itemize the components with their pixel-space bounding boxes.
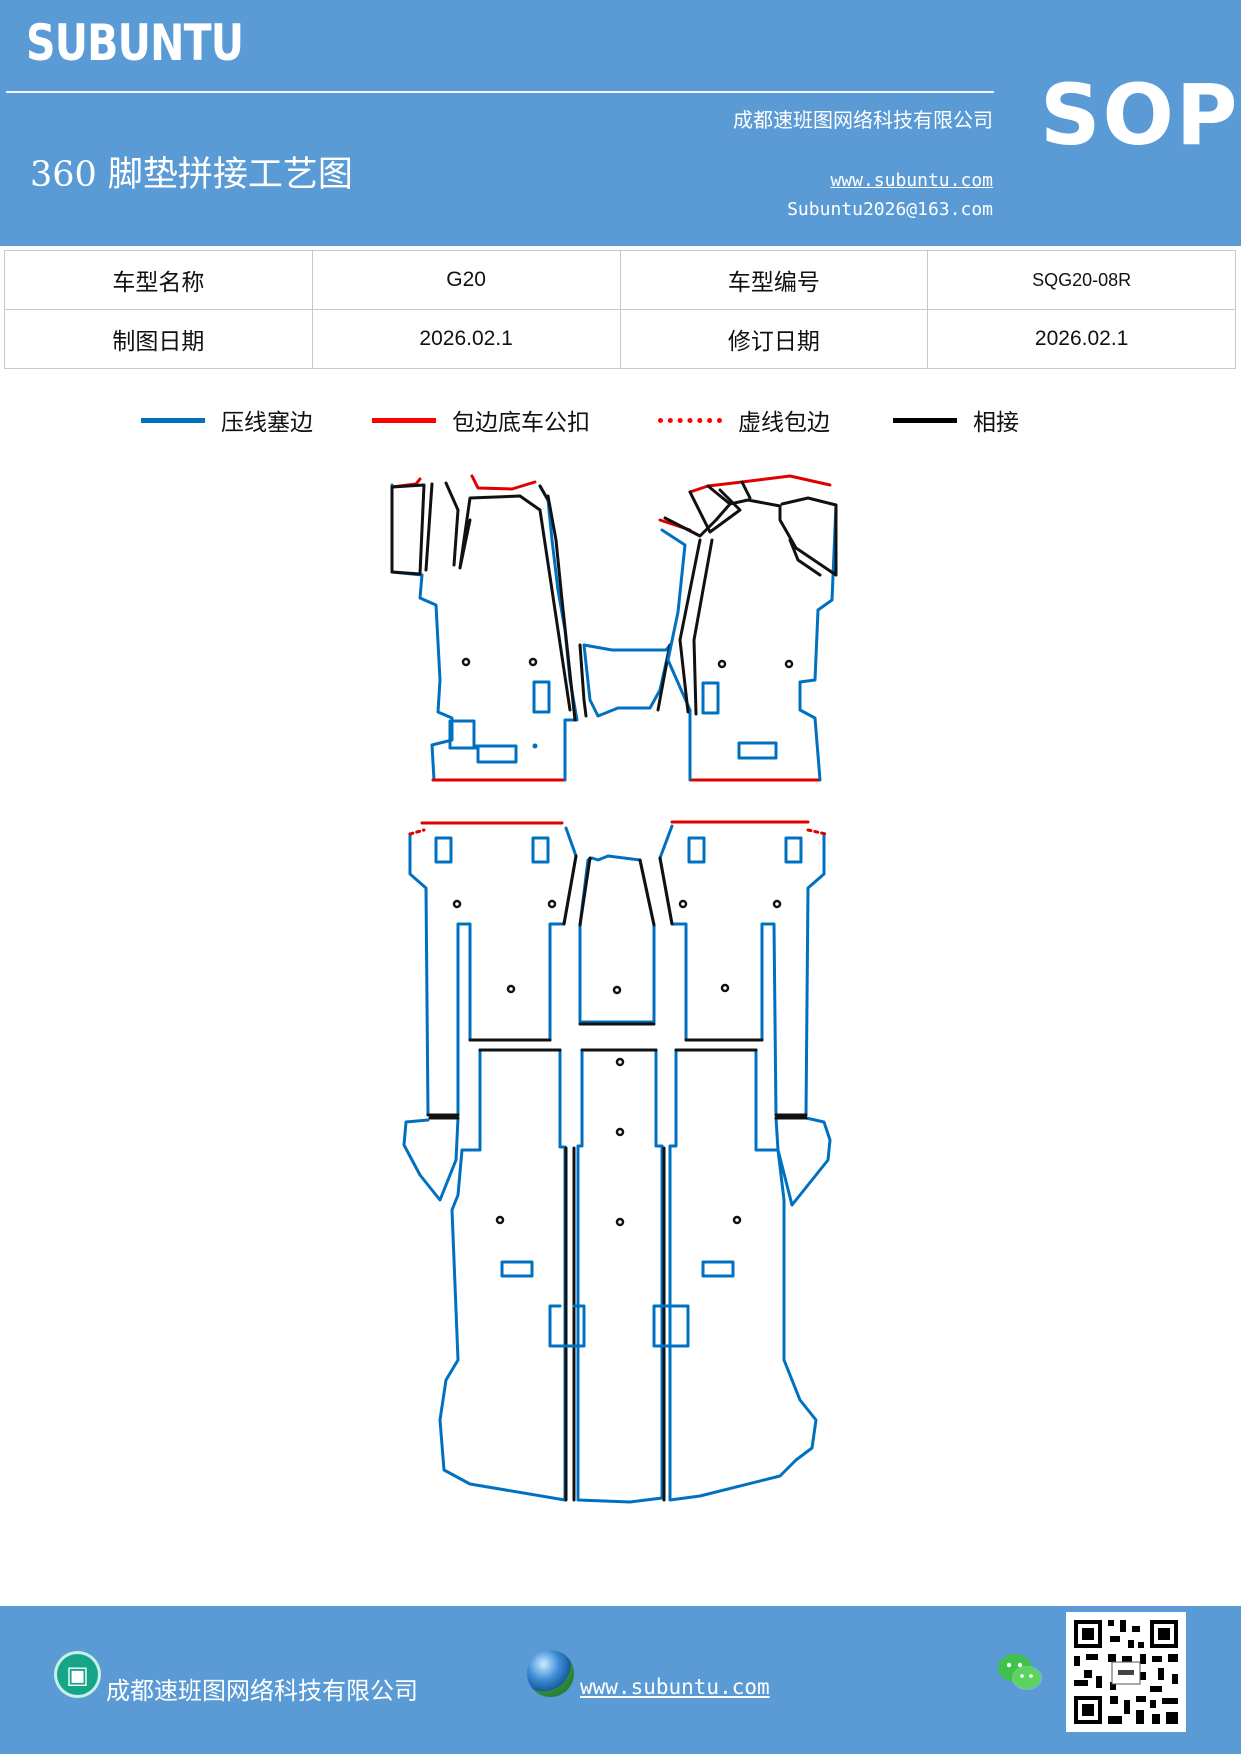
footer-website-link[interactable]: www.subuntu.com [580,1675,770,1699]
mat-slot [701,681,720,715]
rear-left-lower-mat [402,1048,586,1502]
footer-company: 成都速班图网络科技有限公司 [106,1677,418,1705]
seam-black [658,856,808,1117]
mat-outline-blue [390,483,579,782]
mat-hole [784,659,794,669]
seam-black [390,481,577,722]
mat-slot [687,836,706,864]
mat-edge-red-top [658,474,832,532]
model-name-value: G20 [311,250,621,310]
legend-label: 虚线包边 [738,410,830,436]
mat-hole [732,1215,742,1225]
legend-swatch-red-dotted [658,417,722,423]
table-row: 制图日期 2026.02.1 修订日期 2026.02.1 [4,309,1236,369]
seam-black [426,854,578,1117]
mat-outline-blue [668,1048,832,1502]
mat-outline-blue [582,643,672,718]
mat-slot [531,836,550,864]
vehicle-info-table: 车型名称 G20 车型编号 SQG20-08R 制图日期 2026.02.1 修… [4,250,1236,369]
sop-badge: SOP [1040,66,1240,164]
qr-code [1066,1612,1186,1732]
model-code-label: 车型编号 [619,250,929,310]
wechat-icon[interactable] [996,1650,1044,1696]
mat-hole [547,899,557,909]
mat-edge-red-dotted [806,828,828,836]
mat-hole [461,657,471,667]
mat-outline-blue [402,1048,567,1502]
legend-label: 包边底车公扣 [452,410,590,436]
header-email: Subuntu2026@163.com [787,199,993,220]
mat-hole [452,899,462,909]
mat-outline-blue [660,503,838,782]
mat-outline-blue [658,824,826,1117]
mat-slot [500,1260,534,1278]
mat-outline-blue [578,854,656,1024]
draw-date-value: 2026.02.1 [311,309,621,369]
mat-outline-blue [408,826,578,1117]
mat-slot [652,1304,690,1348]
front-center-tunnel [578,643,672,718]
header-company: 成都速班图网络科技有限公司 [733,108,993,132]
mat-hole [612,985,622,995]
rear-center-lower-mat [576,1048,664,1504]
revise-date-value: 2026.02.1 [927,309,1236,369]
model-name-label: 车型名称 [4,250,313,310]
legend-swatch-blue [141,417,205,423]
legend-label: 压线塞边 [221,410,313,436]
legend-item: 包边底车公扣 [372,400,590,440]
legend-item: 虚线包边 [658,400,830,440]
mat-hole [506,984,516,994]
legend-item: 压线塞边 [141,400,313,440]
mat-hole [615,1127,625,1137]
brand-logo: SUBUNTU [26,14,244,72]
model-code-value: SQG20-08R [927,250,1236,310]
legend-label: 相接 [973,410,1019,436]
front-left-mat [390,474,579,782]
rear-left-upper-mat [408,821,578,1117]
legend-item: 相接 [893,400,1019,440]
seam-black [578,856,656,1026]
floor-mat-diagram [390,474,838,1504]
front-right-mat [658,474,838,782]
mat-hole [717,659,727,669]
rear-center-upper-mat [578,854,656,1026]
mat-slot [434,836,453,864]
legend-swatch-black [893,417,957,423]
mat-hole [678,899,688,909]
mat-hole [528,657,538,667]
building-icon: ▣ [54,1651,101,1698]
header-divider [6,91,994,93]
mat-slot [548,1304,586,1348]
globe-icon [527,1650,574,1697]
header-website-link[interactable]: www.subuntu.com [830,170,993,191]
rear-right-upper-mat [658,820,828,1117]
draw-date-label: 制图日期 [4,309,313,369]
mat-hole [720,983,730,993]
mat-hole [495,1215,505,1225]
seam-black [662,1048,808,1502]
mat-outline-blue [576,1048,664,1504]
mat-hole [615,1057,625,1067]
mat-slot [737,741,778,760]
seam-black [663,480,838,716]
mat-slot [532,680,551,714]
mat-edge-red-dotted [408,828,426,836]
mat-slot [701,1260,735,1278]
seam-black [428,1048,576,1502]
header-banner: SUBUNTU 成都速班图网络科技有限公司 360 脚垫拼接工艺图 www.su… [0,0,1241,246]
revise-date-label: 修订日期 [619,309,929,369]
table-row: 车型名称 G20 车型编号 SQG20-08R [4,250,1236,310]
rear-right-lower-mat [652,1048,832,1502]
page-title: 360 脚垫拼接工艺图 [30,155,353,195]
legend-swatch-red [372,417,436,423]
mat-hole [615,1217,625,1227]
mat-slot [448,719,518,764]
mat-hole [772,899,782,909]
mat-slot [784,836,803,864]
mat-hole [532,743,538,749]
